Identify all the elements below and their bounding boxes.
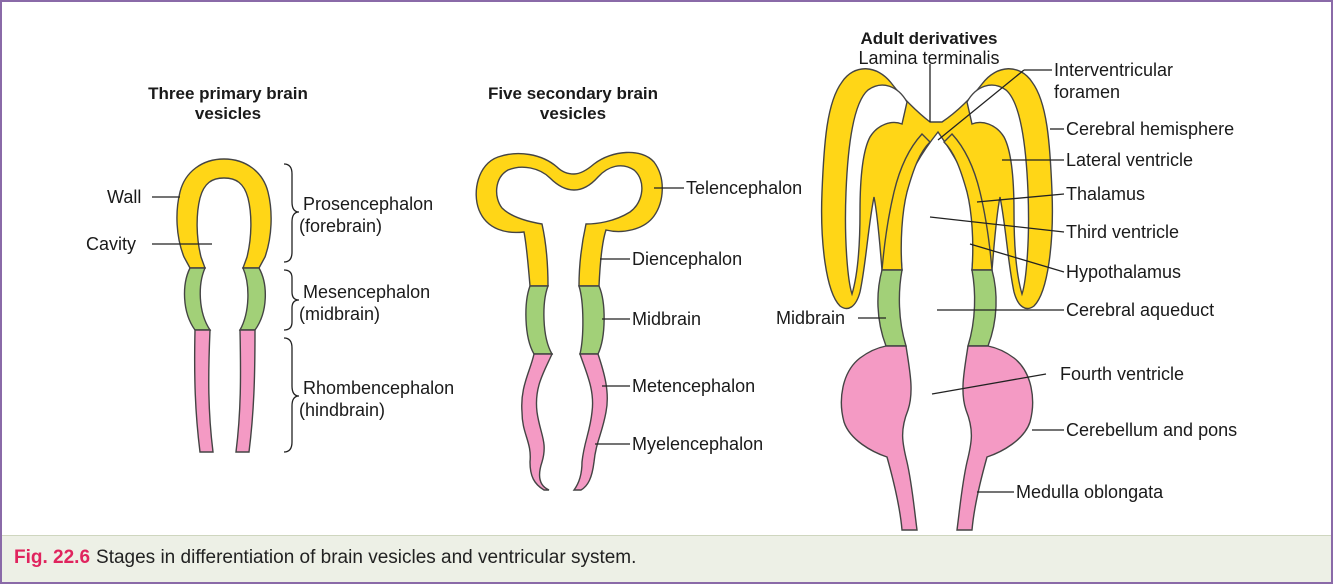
stage1-title-line1: Three primary brain — [148, 84, 308, 103]
stage1-rhombencephalon-right — [236, 330, 255, 452]
stage1-midbrain-label: (midbrain) — [299, 304, 380, 324]
stage3-cerebellum-pons-label: Cerebellum and pons — [1066, 420, 1237, 440]
stage3-cerebral-hemisphere-label: Cerebral hemisphere — [1066, 119, 1234, 139]
stage-adult-derivatives: Adult derivatives Lamina terminalis Inte… — [776, 29, 1237, 530]
stage1-mesencephalon-right — [240, 268, 265, 330]
figure-number: Fig. 22.6 — [14, 547, 90, 568]
stage2-hindbrain-left — [522, 354, 552, 490]
stage1-brace-prosencephalon — [284, 164, 299, 262]
stage1-cavity-label: Cavity — [86, 234, 136, 254]
stage2-title-line1: Five secondary brain — [488, 84, 658, 103]
stage2-diencephalon-label: Diencephalon — [632, 249, 742, 269]
stage3-midbrain-label: Midbrain — [776, 308, 845, 328]
stage3-lateral-ventricle-label: Lateral ventricle — [1066, 150, 1193, 170]
stage1-wall-label: Wall — [107, 187, 141, 207]
figure-caption: Fig. 22.6 Stages in differentiation of br… — [14, 547, 636, 569]
stage3-interventricular-label-2: foramen — [1054, 82, 1120, 102]
stage2-midbrain-label: Midbrain — [632, 309, 701, 329]
stage3-midbrain-left — [878, 270, 906, 346]
stage3-cerebellum-pons — [841, 346, 917, 530]
stage-secondary-vesicles: Five secondary brain vesicles Telencepha… — [476, 84, 802, 490]
stage3-lamina-terminalis-label: Lamina terminalis — [858, 48, 999, 68]
stage3-title: Adult derivatives — [861, 29, 998, 48]
stage1-brace-mesencephalon — [284, 270, 299, 330]
stage2-midbrain-right — [579, 286, 604, 354]
stage2-title-line2: vesicles — [540, 104, 606, 123]
stage2-hindbrain-right — [574, 354, 607, 490]
stage3-third-ventricle-label: Third ventricle — [1066, 222, 1179, 242]
stage1-rhombencephalon-left — [195, 330, 213, 452]
stage2-midbrain-left — [526, 286, 552, 354]
stage1-title-line2: vesicles — [195, 104, 261, 123]
stage3-interventricular-label-1: Interventricular — [1054, 60, 1173, 80]
stage2-metencephalon-label: Metencephalon — [632, 376, 755, 396]
stage1-prosencephalon-wall — [177, 159, 271, 268]
stage3-thalamus-label: Thalamus — [1066, 184, 1145, 204]
brain-vesicles-diagram: Three primary brain vesicles Wall Cavity… — [2, 2, 1333, 542]
stage-primary-vesicles: Three primary brain vesicles Wall Cavity… — [86, 84, 454, 452]
caption-bar: Fig. 22.6 Stages in differentiation of br… — [2, 535, 1331, 582]
caption-text: Stages in differentiation of brain vesic… — [96, 547, 636, 568]
stage1-hindbrain-label: (hindbrain) — [299, 400, 385, 420]
stage3-cerebellum-pons-right — [957, 346, 1033, 530]
stage1-brace-rhombencephalon — [284, 338, 299, 452]
stage1-mesencephalon-left — [185, 268, 210, 330]
stage2-telencephalon-label: Telencephalon — [686, 178, 802, 198]
stage3-cerebral-aqueduct-label: Cerebral aqueduct — [1066, 300, 1214, 320]
stage3-hypothalamus-label: Hypothalamus — [1066, 262, 1181, 282]
stage1-forebrain-label: (forebrain) — [299, 216, 382, 236]
stage3-midbrain-right — [968, 270, 996, 346]
stage2-myelencephalon-label: Myelencephalon — [632, 434, 763, 454]
stage1-rhombencephalon-label: Rhombencephalon — [303, 378, 454, 398]
stage3-medulla-label: Medulla oblongata — [1016, 482, 1164, 502]
stage3-fourth-ventricle-label: Fourth ventricle — [1060, 364, 1184, 384]
stage1-mesencephalon-label: Mesencephalon — [303, 282, 430, 302]
stage1-prosencephalon-label: Prosencephalon — [303, 194, 433, 214]
